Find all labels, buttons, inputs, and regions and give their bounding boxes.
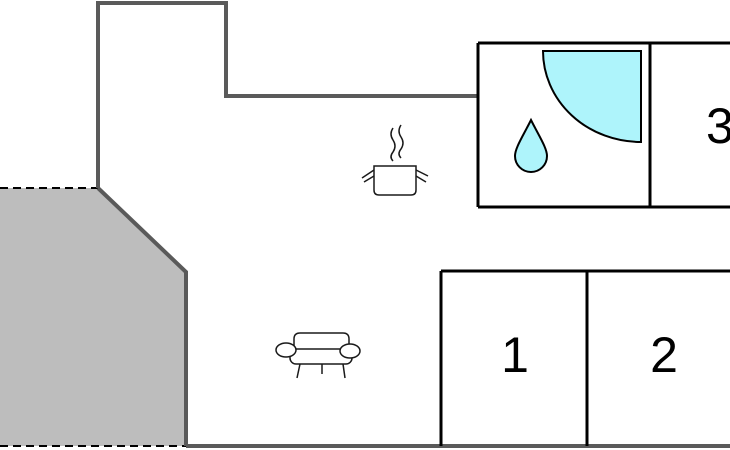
shower-tray — [541, 50, 642, 144]
exterior-wall-diagonal — [96, 186, 188, 446]
bathroom — [476, 41, 730, 209]
room-3: 3 — [706, 98, 730, 154]
room-2-label: 2 — [650, 327, 678, 383]
room-3-label: 3 — [706, 98, 730, 154]
room-1-label: 1 — [501, 327, 529, 383]
water-drop-icon — [513, 117, 549, 173]
outdoor-terrace — [0, 188, 186, 446]
exterior-wall — [96, 1, 478, 188]
sofa-icon — [275, 332, 361, 379]
room-2: 2 — [585, 271, 678, 446]
cooking-pot-icon — [361, 124, 429, 196]
